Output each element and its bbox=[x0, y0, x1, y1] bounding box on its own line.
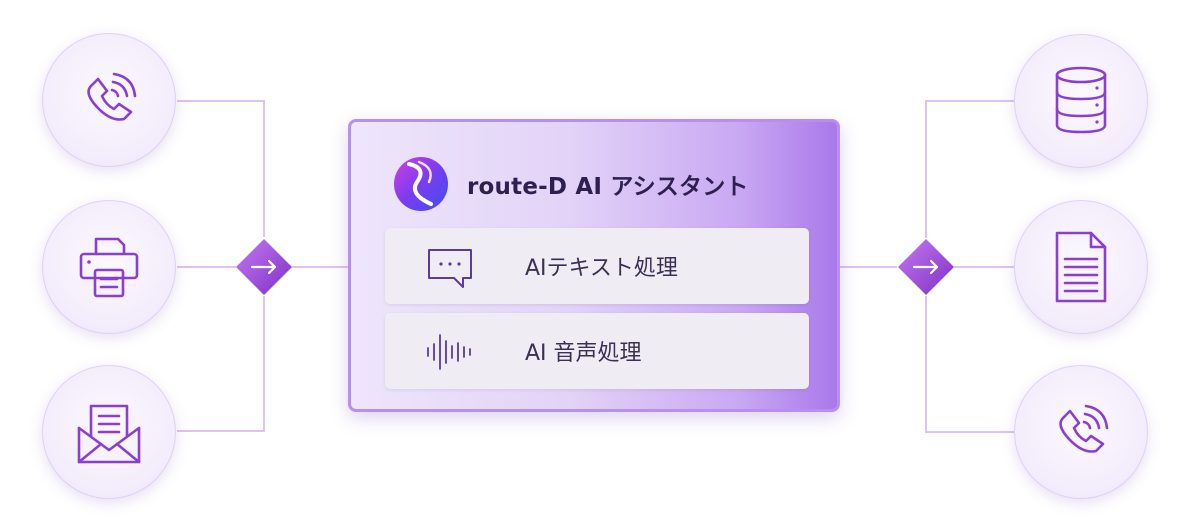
input-node-mail bbox=[42, 365, 176, 499]
output-node-database bbox=[1014, 34, 1148, 168]
feature-row-text: AIテキスト処理 bbox=[385, 228, 809, 304]
input-node-phone bbox=[42, 33, 176, 167]
line-output-db bbox=[925, 100, 1014, 238]
assistant-panel: route-D AI アシスタント AIテキスト処理 AI bbox=[348, 119, 840, 412]
brand-title: route-D AI アシスタント bbox=[467, 174, 749, 200]
phone-icon bbox=[1059, 404, 1109, 453]
feature-label-text: AIテキスト処理 bbox=[525, 256, 678, 281]
chat-bubble-icon bbox=[428, 249, 472, 288]
document-icon bbox=[1055, 231, 1107, 303]
output-node-phone bbox=[1014, 365, 1148, 499]
brand-header: route-D AI アシスタント bbox=[393, 154, 749, 214]
left-router-diamond bbox=[236, 239, 292, 295]
arrow-right-icon bbox=[912, 259, 939, 275]
sound-wave-icon bbox=[427, 334, 471, 370]
line-output-phone bbox=[925, 296, 1014, 433]
route-d-logo-icon bbox=[394, 157, 448, 211]
feature-row-voice: AI 音声処理 bbox=[385, 313, 809, 389]
output-node-document bbox=[1014, 200, 1148, 334]
input-node-fax bbox=[42, 200, 176, 334]
feature-label-voice: AI 音声処理 bbox=[525, 341, 642, 366]
database-icon bbox=[1055, 66, 1107, 134]
line-input-phone bbox=[177, 100, 265, 237]
right-router-diamond bbox=[898, 239, 954, 295]
line-input-mail bbox=[177, 296, 265, 432]
mail-envelope-icon bbox=[77, 404, 141, 464]
arrow-right-icon bbox=[250, 259, 277, 275]
phone-icon bbox=[87, 72, 137, 121]
fax-printer-icon bbox=[79, 237, 139, 298]
